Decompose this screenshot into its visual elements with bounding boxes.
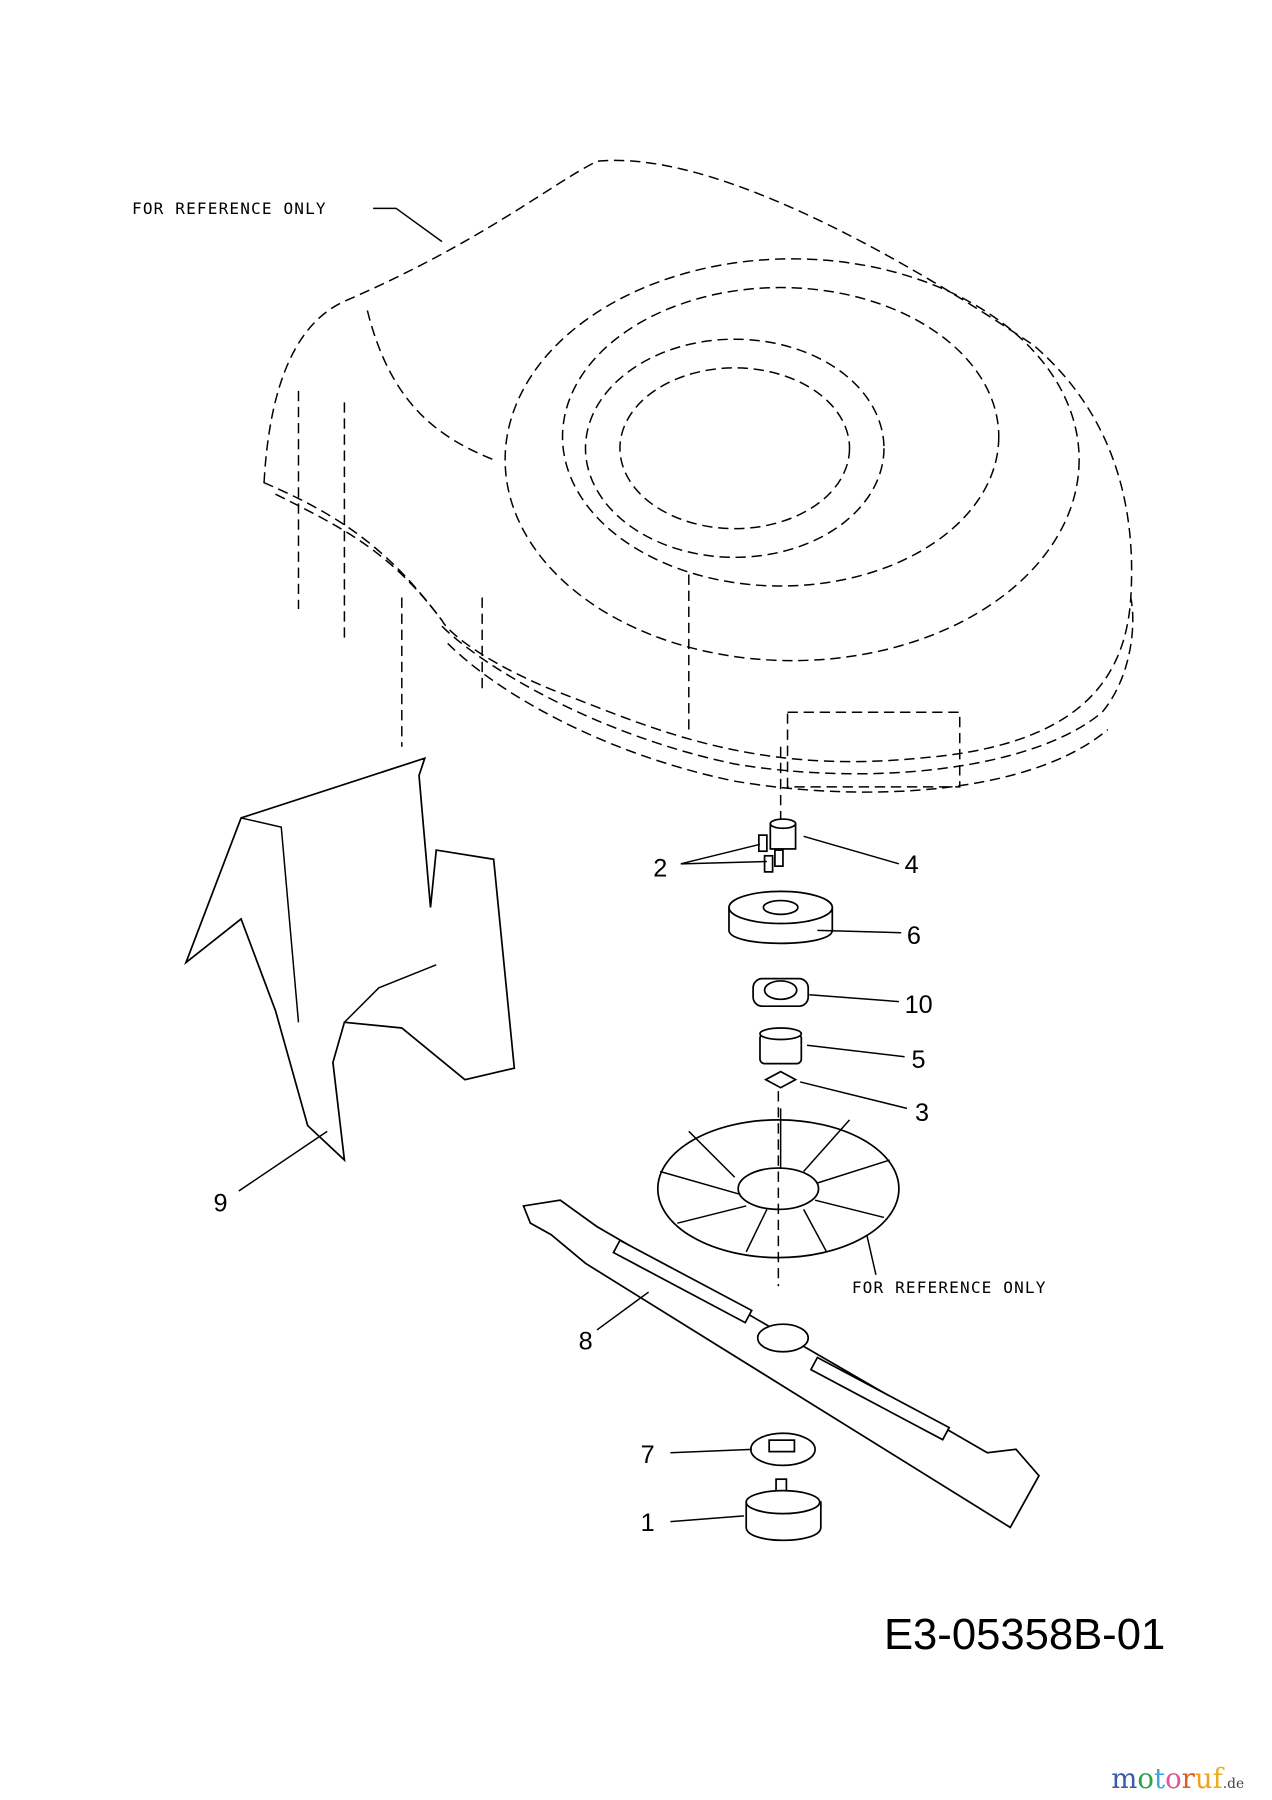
motoruf-watermark-logo: motoruf.de [1111, 1763, 1244, 1795]
callout-1: 1 [641, 1509, 655, 1537]
callout-7: 7 [641, 1441, 655, 1469]
part-4-spacer [769, 818, 797, 850]
part-3-key [763, 1070, 798, 1089]
callout-3: 3 [915, 1099, 929, 1127]
mower-deck-outline [263, 159, 1134, 793]
reference-note-top: FOR REFERENCE ONLY [132, 199, 327, 218]
callout-6: 6 [907, 922, 921, 950]
leader-line [373, 207, 443, 243]
reference-note-bottom: FOR REFERENCE ONLY [852, 1278, 1047, 1297]
callout-4: 4 [905, 851, 919, 879]
callout-10: 10 [905, 991, 933, 1019]
callout-5: 5 [912, 1046, 926, 1074]
part-6-pulley [728, 890, 834, 945]
callout-8: 8 [579, 1327, 593, 1355]
callout-2: 2 [653, 854, 667, 882]
part-1-bolt [745, 1478, 822, 1542]
part-7-adapter [749, 1432, 816, 1467]
callout-9: 9 [214, 1190, 228, 1218]
part-9-chute [184, 756, 516, 1163]
part-5-spacer [759, 1027, 803, 1065]
drawing-code: E3-05358B-01 [884, 1611, 1165, 1659]
part-10-bearing [752, 977, 810, 1008]
part-2-screws [757, 834, 784, 873]
svg-text:motoruf.de: motoruf.de [1111, 1763, 1244, 1795]
part-8-blade [522, 1199, 1040, 1529]
